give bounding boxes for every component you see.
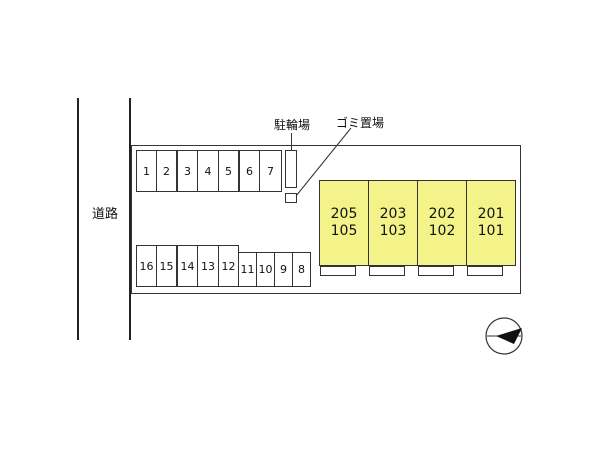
parking-space: 2 (156, 150, 177, 192)
unit-number-lower: 102 (428, 223, 456, 239)
unit-number-upper: 202 (428, 206, 456, 222)
parking-space: 15 (156, 245, 177, 287)
road-boundary-left (77, 98, 79, 340)
unit-block: 203 103 (368, 180, 418, 266)
road-label: 道路 (92, 207, 119, 222)
parking-space: 16 (136, 245, 157, 287)
north-arrow-icon (485, 317, 523, 355)
garbage-area-leader (295, 127, 352, 197)
parking-space: 13 (197, 245, 219, 287)
entrance-step (467, 266, 503, 276)
parking-space: 5 (218, 150, 239, 192)
parking-space: 9 (274, 252, 293, 287)
unit-number-upper: 203 (379, 206, 407, 222)
apartment-building: 205 105 203 103 202 102 201 101 (319, 180, 516, 276)
bicycle-parking-label: 駐輪場 (274, 118, 311, 132)
parking-space: 1 (136, 150, 157, 192)
parking-space: 12 (218, 245, 239, 287)
parking-space: 7 (259, 150, 282, 192)
parking-row-bottom: 16 15 14 13 12 11 10 9 8 (136, 245, 311, 287)
entrance-step (418, 266, 454, 276)
parking-row-top: 1 2 3 4 5 6 7 (136, 150, 282, 192)
parking-space: 4 (197, 150, 219, 192)
garbage-area (285, 193, 297, 203)
parking-space: 11 (238, 252, 257, 287)
parking-space: 3 (177, 150, 198, 192)
unit-block: 201 101 (466, 180, 516, 266)
entrance-step (320, 266, 356, 276)
garbage-area-label: ゴミ置場 (336, 116, 385, 130)
unit-number-upper: 201 (477, 206, 505, 222)
parking-space: 6 (239, 150, 260, 192)
unit-block: 202 102 (417, 180, 467, 266)
unit-number-lower: 101 (477, 223, 505, 239)
unit-block: 205 105 (319, 180, 369, 266)
parking-space: 10 (256, 252, 275, 287)
parking-space: 8 (292, 252, 311, 287)
unit-number-lower: 103 (379, 223, 407, 239)
bicycle-parking-leader (291, 133, 292, 150)
bicycle-parking (285, 150, 297, 188)
unit-number-lower: 105 (330, 223, 358, 239)
unit-number-upper: 205 (330, 206, 358, 222)
road-boundary-right (129, 98, 131, 340)
entrance-step (369, 266, 405, 276)
parking-space: 14 (177, 245, 198, 287)
